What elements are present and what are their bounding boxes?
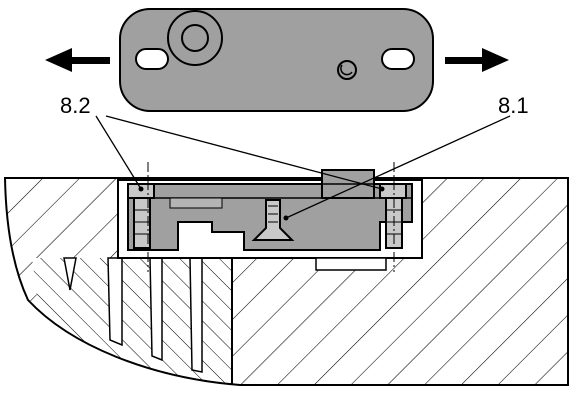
callout-label-8-1: 8.1 bbox=[498, 93, 529, 118]
large-boss bbox=[167, 10, 223, 66]
center-screw bbox=[251, 199, 295, 241]
leader-lines bbox=[95, 115, 511, 221]
right-slot bbox=[381, 48, 415, 70]
callout-label-8-2: 8.2 bbox=[60, 93, 91, 118]
left-bolt bbox=[127, 183, 155, 249]
arrow-left-icon bbox=[45, 48, 110, 72]
left-slot bbox=[135, 48, 169, 70]
plate-top-view bbox=[119, 8, 434, 112]
section-view bbox=[3, 162, 569, 386]
arrow-right-icon bbox=[445, 48, 509, 72]
